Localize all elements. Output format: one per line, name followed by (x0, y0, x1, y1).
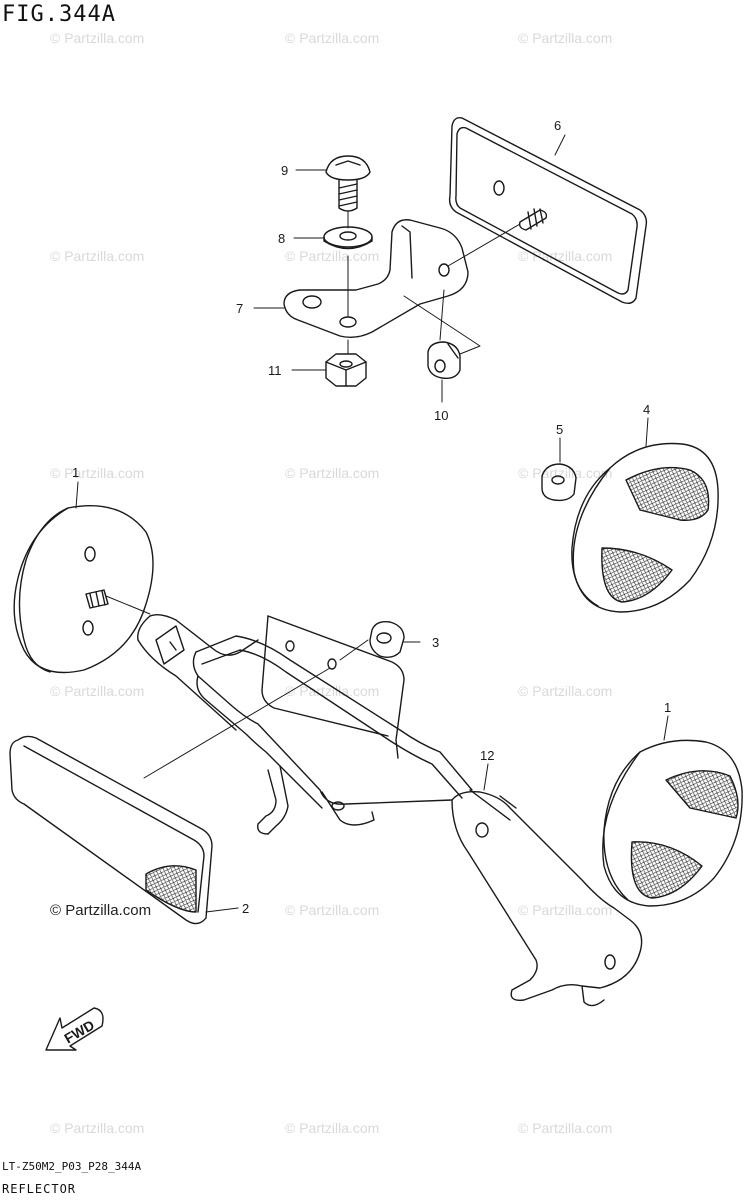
part-label-9: 9 (281, 163, 288, 178)
part-label-1-left: 1 (72, 465, 79, 480)
callout-leaders (75, 134, 669, 913)
watermark: © Partzilla.com (285, 30, 380, 46)
figure-title: FIG.344A (2, 2, 116, 27)
part-label-12: 12 (480, 748, 494, 763)
part-label-8: 8 (278, 231, 285, 246)
reflector-rect-lower (9, 735, 213, 925)
part-label-10: 10 (434, 408, 448, 423)
watermark: © Partzilla.com (50, 248, 145, 264)
fwd-arrow-icon: FWD (45, 1007, 104, 1051)
reflector-round-lower-right (602, 739, 743, 907)
reflector-round-upper-right (571, 442, 719, 613)
figure-code: LT-Z50M2_P03_P28_344A (2, 1160, 142, 1173)
watermark: © Partzilla.com (285, 902, 380, 918)
main-bracket-12 (137, 613, 643, 1007)
bracket-7 (283, 219, 469, 339)
part-label-3: 3 (432, 635, 439, 650)
part-label-4: 4 (643, 402, 650, 417)
leader-lines-lower (105, 595, 369, 779)
nut-11 (325, 353, 367, 387)
reflector-round-left (13, 505, 154, 674)
part-label-6: 6 (554, 118, 561, 133)
watermark: © Partzilla.com (518, 683, 613, 699)
nut-3 (369, 620, 405, 659)
part-label-7: 7 (236, 301, 243, 316)
watermark: © Partzilla.com (518, 1120, 613, 1136)
leader-lines-upper (347, 211, 521, 355)
watermark: © Partzilla.com (285, 248, 380, 264)
nut-5 (541, 463, 577, 502)
watermark: © Partzilla.com (518, 30, 613, 46)
watermark: © Partzilla.com (50, 683, 145, 699)
watermark: © Partzilla.com (285, 1120, 380, 1136)
part-label-2: 2 (242, 901, 249, 916)
part-label-1-right: 1 (664, 700, 671, 715)
part-label-5: 5 (556, 422, 563, 437)
watermark: © Partzilla.com (285, 465, 380, 481)
nut-10 (427, 341, 461, 380)
bolt-9 (325, 155, 371, 212)
watermark: © Partzilla.com (50, 30, 145, 46)
reflector-rect-upper (448, 116, 648, 305)
watermark: © Partzilla.com (50, 1120, 145, 1136)
watermark: © Partzilla.com (50, 465, 145, 481)
washer-8 (323, 226, 373, 250)
watermark-primary: © Partzilla.com (50, 902, 152, 919)
figure-caption: REFLECTOR (2, 1182, 77, 1196)
part-label-11: 11 (268, 363, 282, 378)
watermark: © Partzilla.com (518, 902, 613, 918)
